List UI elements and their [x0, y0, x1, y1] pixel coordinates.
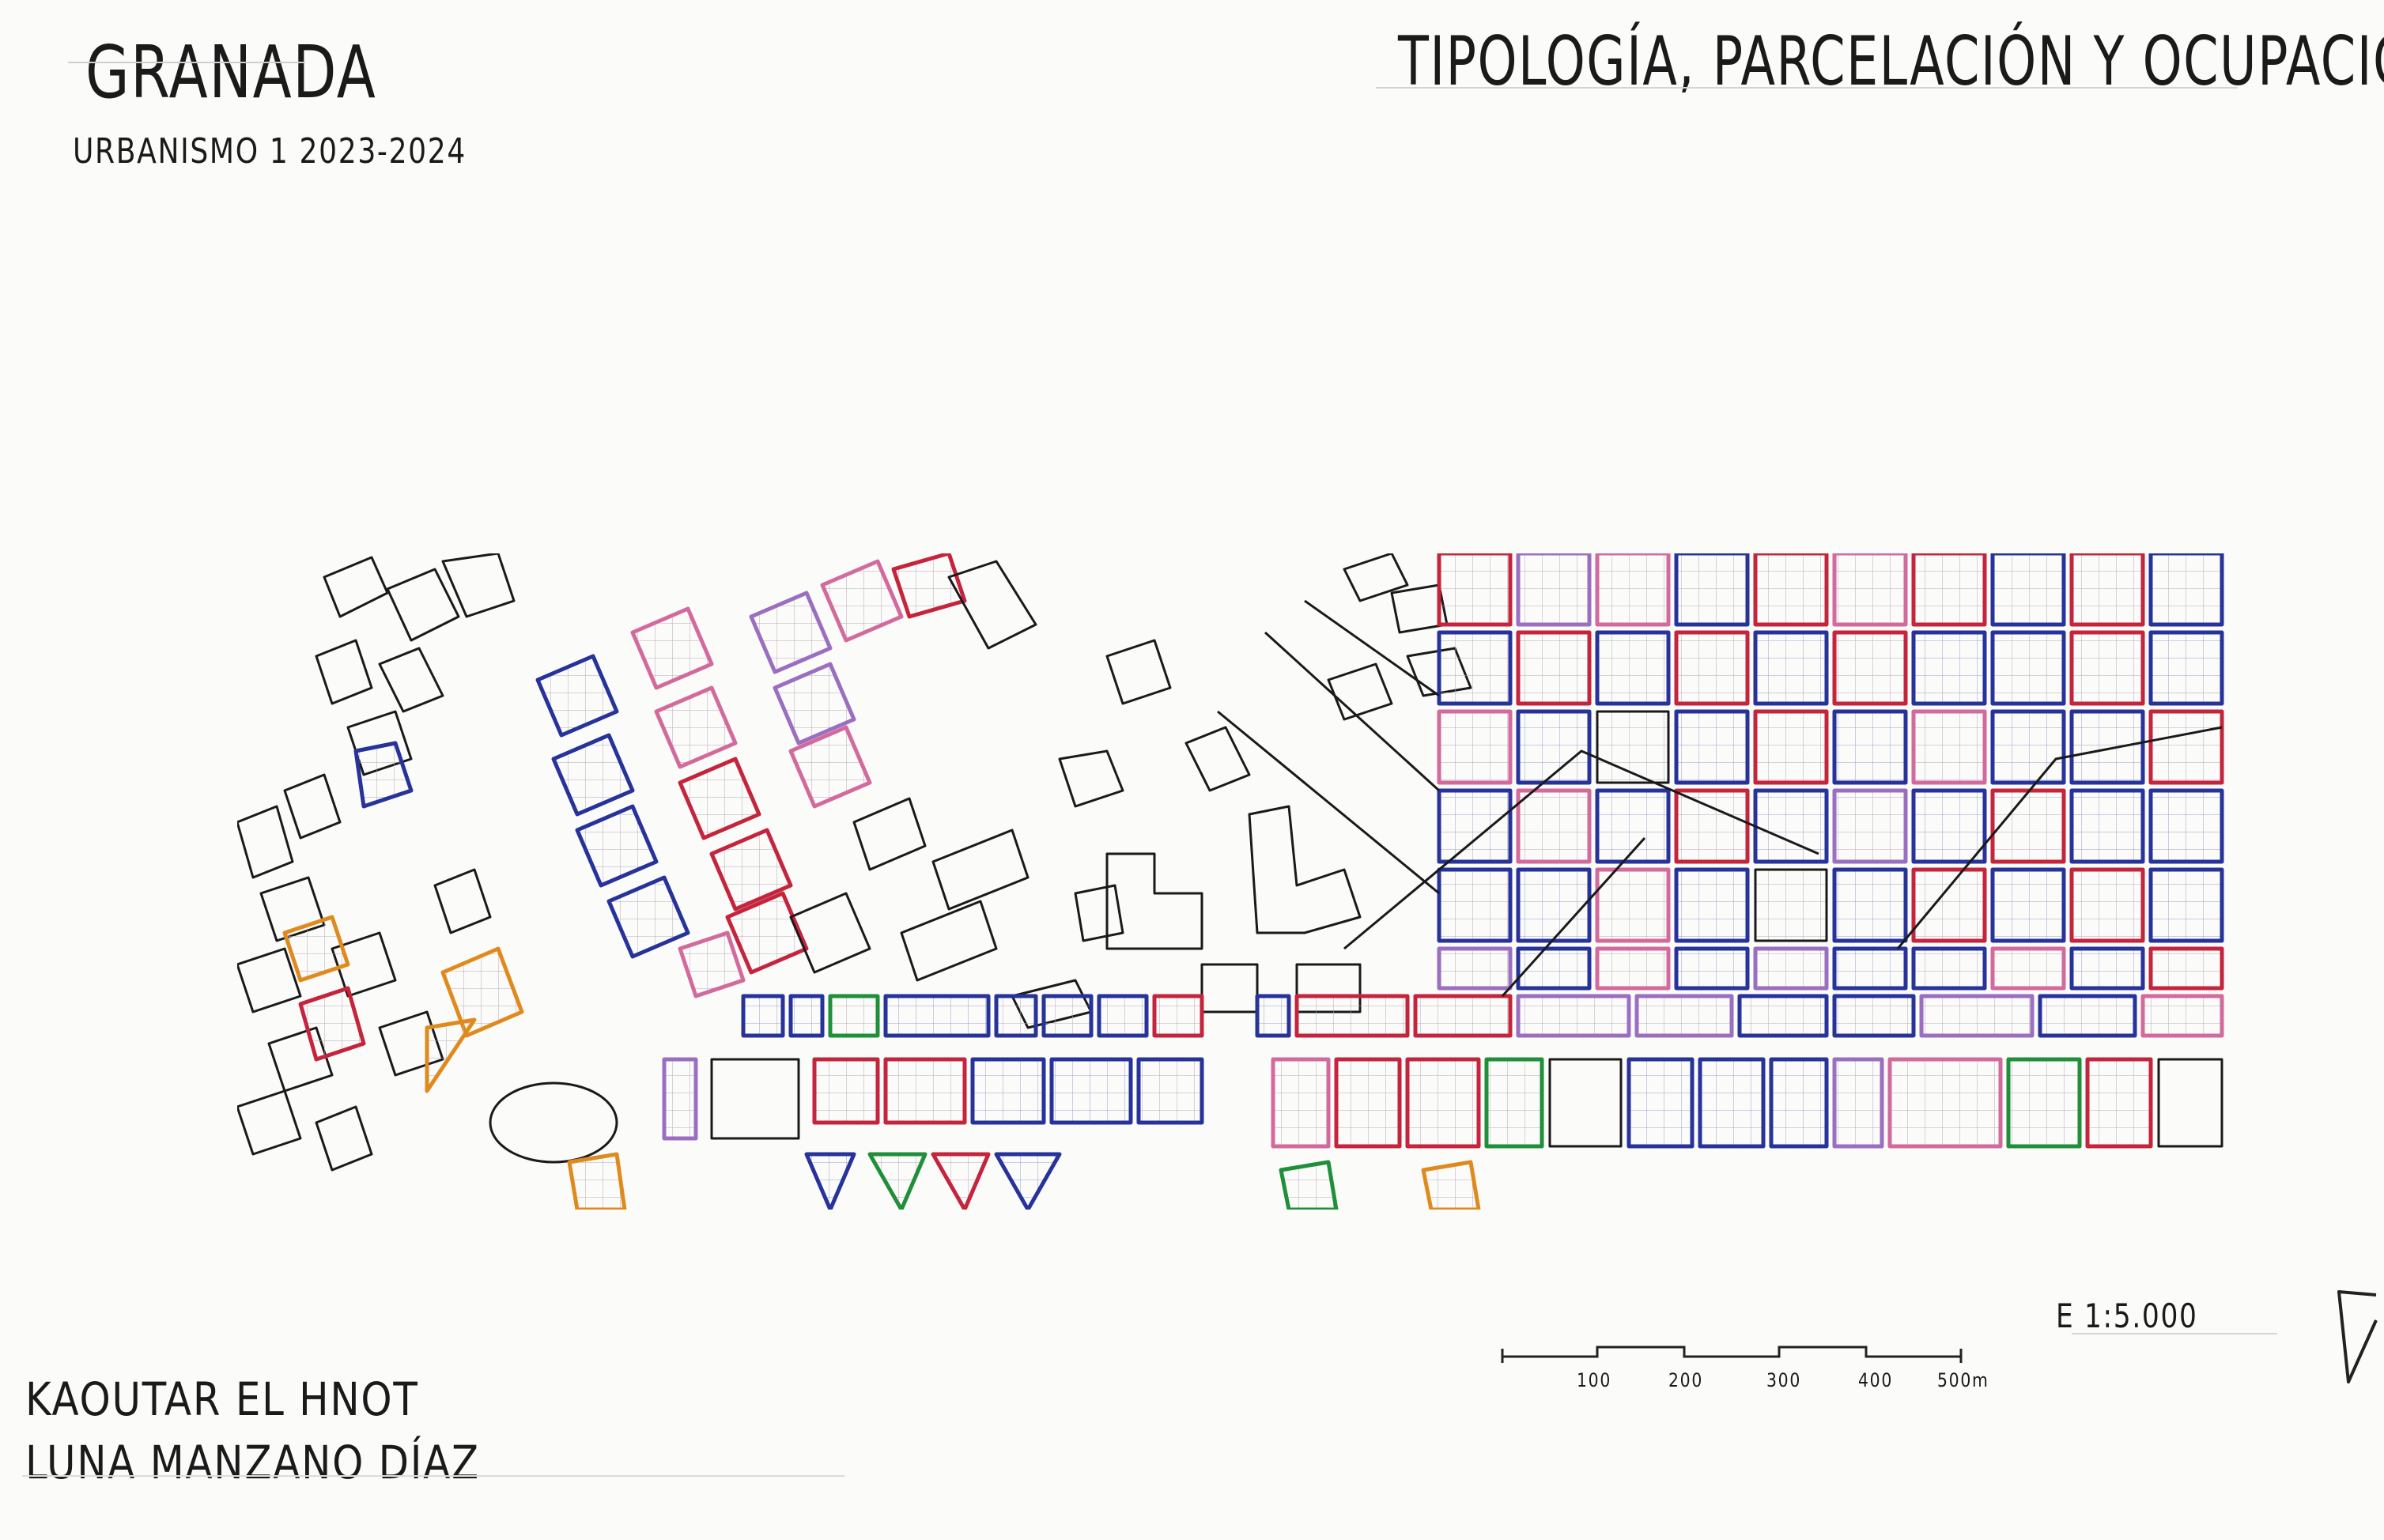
east-street-lines: [1217, 599, 2223, 998]
main-title-underline: [1376, 87, 2238, 89]
scale-tick-label: 200: [1668, 1369, 1704, 1391]
title-underline: [68, 62, 305, 63]
scale-label: E 1:5.000: [2056, 1297, 2198, 1335]
scale-tick-label: 400: [1858, 1369, 1894, 1391]
authors-underline: [22, 1475, 844, 1477]
scale-tick-label: 500m: [1937, 1369, 1989, 1391]
north-arrow-icon: [2337, 1290, 2378, 1383]
middle-free-blocks: [789, 553, 1472, 1029]
west-diagonal-blocks: [237, 553, 516, 1172]
west-colored-blocks: [282, 553, 967, 1093]
scale-tick-label: 300: [1766, 1369, 1802, 1391]
scale-label-underline: [2072, 1333, 2277, 1334]
avenue-south-row: [489, 1057, 2223, 1210]
course-subtitle: URBANISMO 1 2023-2024: [73, 131, 467, 172]
avenue-north-row: [741, 994, 2224, 1038]
scale-tick-label: 100: [1577, 1369, 1612, 1391]
author-name: LUNA MANZANO DÍAZ: [25, 1436, 480, 1489]
east-dense-blocks: [1437, 553, 2224, 991]
authors-block: KAOUTAR EL HNOT LUNA MANZANO DÍAZ: [25, 1368, 480, 1494]
author-name: KAOUTAR EL HNOT: [25, 1372, 419, 1426]
scale-bar: [1501, 1346, 1963, 1363]
map-city-title: GRANADA: [85, 30, 377, 115]
urban-block-map: [237, 553, 2224, 1210]
map-main-title: TIPOLOGÍA, PARCELACIÓN Y OCUPACIÓN: [1398, 22, 2384, 101]
